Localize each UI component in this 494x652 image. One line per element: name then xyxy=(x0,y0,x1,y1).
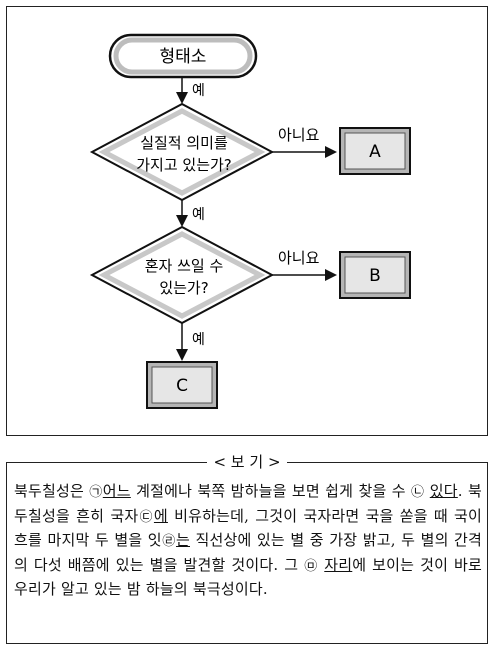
passage-marker: ㉠ xyxy=(89,485,103,500)
start-node: 형태소 xyxy=(108,33,258,79)
passage-marker: ㉣ xyxy=(161,534,176,549)
box-a-label: A xyxy=(369,142,381,162)
passage-marker: ㉢ xyxy=(138,509,154,525)
passage-text: 에 보이는 것이 바로 우리가 알고 있는 밤 하늘의 북극성이다. xyxy=(14,555,482,599)
decision-2-line2: 있는가? xyxy=(159,279,208,297)
yes-label-3: 예 xyxy=(192,332,205,348)
start-label: 형태소 xyxy=(160,47,207,67)
box-a: A xyxy=(339,127,411,175)
yes-label-2: 예 xyxy=(192,207,205,223)
passage-text: 비유하는데, 그것이 국자라면 국을 쏟을 때 국이 흐를 마지막 두 별을 잇 xyxy=(14,506,483,550)
passage-text: 직선상에 있는 별 중 가장 밝고, 두 별의 간격의 다섯 배쯤에 있는 별을… xyxy=(14,531,483,574)
box-b: B xyxy=(339,251,411,299)
flowchart: 형태소 예 실질적 의미를 가지고 있는가? 아니요 A 예 혼자 쓰일 수 있… xyxy=(89,33,411,409)
decision-2-line1: 혼자 쓰일 수 xyxy=(145,257,224,275)
passage-marker: ㉤ xyxy=(304,558,319,574)
decision-1-line2: 가지고 있는가? xyxy=(136,156,232,174)
passage-underlined: 있다 xyxy=(429,482,458,500)
passage-underlined: 자리 xyxy=(324,555,353,574)
bogi-title-text: < 보 기 > xyxy=(207,453,287,471)
no-label-1: 아니요 xyxy=(278,126,320,144)
passage-underlined: 에 xyxy=(153,506,168,525)
bogi-title: < 보 기 > xyxy=(0,452,494,472)
passage-text: 계절에나 북쪽 밤하늘을 보면 쉽게 찾을 수 xyxy=(130,482,411,500)
box-c-label: C xyxy=(176,376,188,396)
yes-label-1: 예 xyxy=(192,83,205,99)
passage-text: 북두칠성은 xyxy=(14,482,90,500)
no-label-2: 아니요 xyxy=(278,249,320,267)
passage-text: . 북두칠성을 흔히 국자 xyxy=(14,482,483,525)
passage-underlined: 어느 xyxy=(102,482,131,500)
passage-underlined: 는 xyxy=(175,531,190,549)
decision-1: 실질적 의미를 가지고 있는가? xyxy=(89,102,275,202)
passage-marker: ㉡ xyxy=(410,485,425,500)
box-c: C xyxy=(146,361,218,409)
diagram-frame xyxy=(6,6,488,436)
decision-1-line1: 실질적 의미를 xyxy=(140,134,228,152)
box-b-label: B xyxy=(369,266,381,286)
bogi-passage: 북두칠성은 ㉠어느 계절에나 북쪽 밤하늘을 보면 쉽게 찾을 수 ㉡ 있다. … xyxy=(14,480,482,601)
decision-2: 혼자 쓰일 수 있는가? xyxy=(89,225,275,325)
